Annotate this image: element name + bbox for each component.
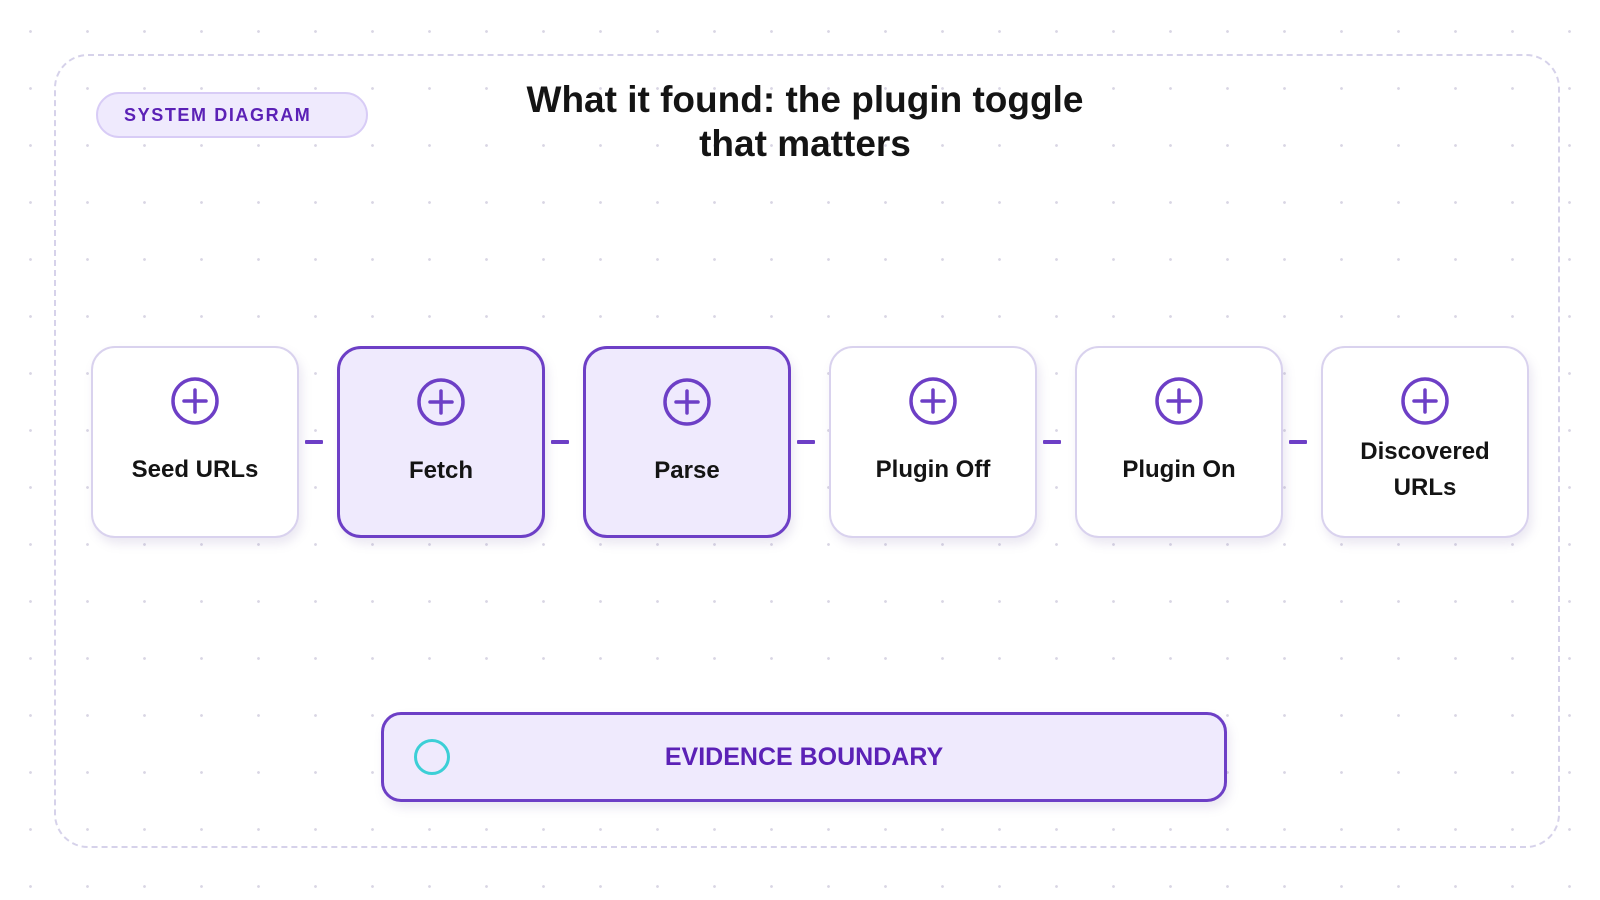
node-fetch: Fetch: [337, 346, 545, 538]
node-label: Seed URLs: [131, 456, 259, 483]
diagram-title: What it found: the plugin toggle that ma…: [526, 79, 1084, 164]
node-parse: Parse: [583, 346, 791, 538]
node-seed-urls: Seed URLs: [91, 346, 299, 538]
node-label: Parse: [654, 457, 720, 484]
boundary-label: EVIDENCE BOUNDARY: [664, 742, 944, 771]
connector: [797, 440, 815, 444]
system-diagram-badge: SYSTEM DIAGRAM: [96, 92, 368, 138]
circle-icon: [414, 739, 450, 775]
plus-circle-icon: [171, 377, 219, 425]
evidence-boundary: EVIDENCE BOUNDARY: [381, 712, 1227, 802]
node-label: Plugin Off: [875, 456, 991, 483]
node-label: Fetch: [408, 457, 473, 484]
node-discovered-urls: Discovered URLs: [1321, 346, 1529, 538]
plus-circle-icon: [1401, 377, 1449, 425]
connector: [1043, 440, 1061, 444]
node-plugin-off: Plugin Off: [829, 346, 1037, 538]
node-label: Plugin On: [1122, 456, 1236, 483]
connector: [305, 440, 323, 444]
connector: [551, 440, 569, 444]
plus-circle-icon: [909, 377, 957, 425]
plus-circle-icon: [1155, 377, 1203, 425]
badge-label: SYSTEM DIAGRAM: [124, 104, 312, 125]
connector: [1289, 440, 1307, 444]
node-plugin-on: Plugin On: [1075, 346, 1283, 538]
plus-circle-icon: [663, 378, 711, 426]
node-label: Discovered URLs: [1360, 438, 1490, 501]
diagram-frame: [54, 54, 1560, 848]
plus-circle-icon: [417, 378, 465, 426]
